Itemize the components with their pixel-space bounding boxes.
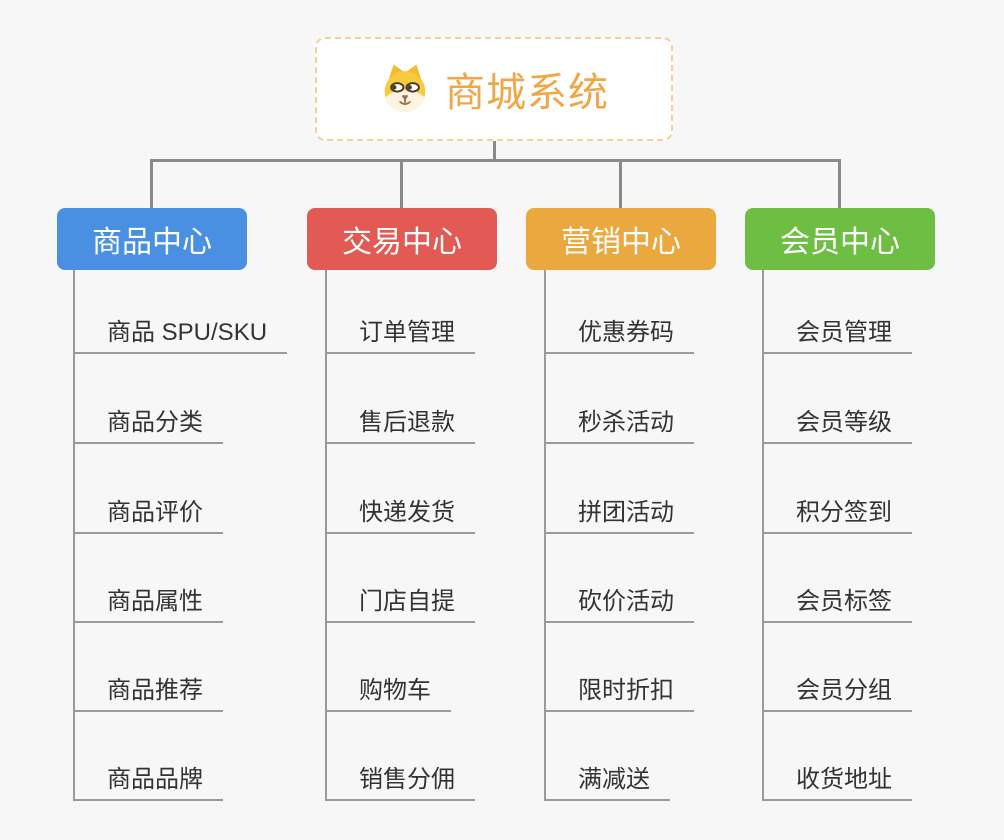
branch-trunk-line [73,270,75,800]
leaf-node[interactable]: 商品品牌 [73,759,223,801]
leaf-node[interactable]: 订单管理 [325,312,475,354]
leaf-node[interactable]: 会员等级 [762,402,912,444]
leaf-node[interactable]: 限时折扣 [544,670,694,712]
branch-trunk-line [762,270,764,800]
leaf-node[interactable]: 会员分组 [762,670,912,712]
leaf-node[interactable]: 满减送 [544,759,670,801]
leaf-node[interactable]: 销售分佣 [325,759,475,801]
root-title: 商城系统 [445,71,609,115]
leaf-node[interactable]: 收货地址 [762,759,912,801]
branch-trunk-line [325,270,327,800]
leaf-node[interactable]: 商品评价 [73,492,223,534]
leaf-node[interactable]: 商品 SPU/SKU [73,312,288,354]
connector-drop-line [150,159,153,208]
branch-node-product-center[interactable]: 商品中心 [57,208,247,270]
branch-trunk-line [544,270,546,800]
leaf-node[interactable]: 会员标签 [762,581,912,623]
leaf-node[interactable]: 商品属性 [73,581,223,623]
leaf-node[interactable]: 优惠券码 [544,312,694,354]
branch-node-marketing-center[interactable]: 营销中心 [526,208,716,270]
leaf-node[interactable]: 快递发货 [325,492,475,534]
leaf-node[interactable]: 商品推荐 [73,670,223,712]
leaf-node[interactable]: 门店自提 [325,581,475,623]
root-node[interactable]: 商城系统 [315,37,673,141]
leaf-node[interactable]: 砍价活动 [544,581,694,623]
branch-node-trade-center[interactable]: 交易中心 [307,208,497,270]
leaf-node[interactable]: 会员管理 [762,312,912,354]
branch-node-member-center[interactable]: 会员中心 [745,208,935,270]
connector-horizontal-line [150,159,841,162]
connector-root-stub [493,141,496,161]
leaf-node[interactable]: 拼团活动 [544,492,694,534]
leaf-node[interactable]: 售后退款 [325,402,475,444]
connector-drop-line [619,159,622,208]
leaf-node[interactable]: 购物车 [325,670,451,712]
connector-drop-line [838,159,841,208]
leaf-node[interactable]: 秒杀活动 [544,402,694,444]
dog-face-icon [379,63,431,115]
leaf-node[interactable]: 积分签到 [762,492,912,534]
leaf-node[interactable]: 商品分类 [73,402,223,444]
connector-drop-line [400,159,403,208]
